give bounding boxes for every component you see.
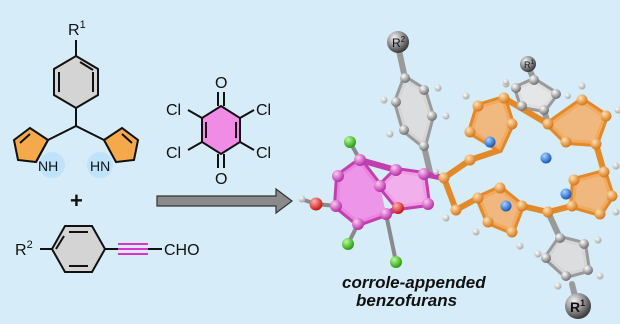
aryl-ring-top	[53, 54, 99, 110]
r1-ball-top-label: R1	[524, 60, 535, 70]
cho-label: CHO	[164, 242, 200, 259]
pyrrole-right	[102, 126, 140, 164]
r1-label: R1	[68, 19, 86, 39]
hn-label: HN	[90, 158, 110, 174]
caption-line-2: benzofurans	[356, 291, 457, 310]
nh-highlight-right	[87, 152, 113, 178]
quinone-cl-tl: Cl	[166, 102, 181, 119]
nh-label: NH	[38, 158, 58, 174]
nh-highlight-left	[39, 152, 65, 178]
quinone-o-top: O	[215, 75, 227, 92]
chloranil	[187, 92, 255, 168]
carbon-atoms-corrole	[438, 92, 618, 238]
chlorine-atom-bottom	[342, 238, 354, 250]
carbon-atoms-benzofuran	[330, 154, 434, 230]
quinone-cl-bl: Cl	[166, 145, 181, 162]
r1-ball-bottom	[565, 293, 591, 319]
quinone-cl-tr: Cl	[256, 102, 271, 119]
carbon-atoms-gray	[391, 73, 593, 281]
dipyrromethane: R1	[12, 19, 140, 178]
aryl-ring-3d-bottom	[546, 238, 588, 276]
benzo-ring	[336, 160, 386, 224]
chlorine-atom-top	[344, 136, 356, 148]
furan-ring	[380, 170, 428, 208]
hydroxyl-oxygen-atom	[309, 197, 323, 211]
r1-ball-bottom-label: R1	[570, 298, 585, 315]
r2-label: R2	[15, 239, 33, 259]
r2-ball-label: R2	[392, 35, 406, 50]
quinone-ring	[201, 104, 241, 156]
reaction-arrow	[156, 187, 293, 215]
ball-and-stick-model: R2 R1 R1	[298, 31, 620, 319]
furan-oxygen-atom	[392, 202, 404, 214]
quinone-o-bottom: O	[215, 171, 227, 188]
r2-ball	[387, 31, 409, 53]
hydrogen-atoms	[298, 79, 620, 290]
alkynyl-aldehyde: R2	[15, 225, 162, 273]
r1-ball-top	[520, 56, 536, 72]
nitrogen-atoms	[484, 136, 572, 212]
aryl-ring-3d-r1	[516, 80, 556, 110]
chlorine-atom-right	[390, 256, 402, 268]
plus-sign: +	[70, 188, 83, 213]
quinone-cl-br: Cl	[256, 145, 271, 162]
alkyne-triple-bond	[118, 243, 148, 255]
caption-line-1: corrole-appended	[342, 273, 486, 292]
